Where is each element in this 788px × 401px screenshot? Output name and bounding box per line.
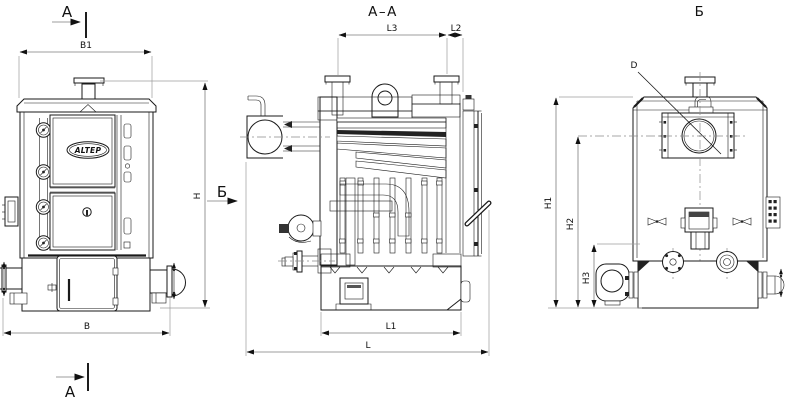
flue-outlet-panel	[659, 112, 737, 159]
right-pipe-and-fan-front	[150, 262, 186, 304]
rear-right-stub	[757, 268, 785, 299]
section-cut-label-top: А	[62, 3, 73, 21]
dimension-l2: L2	[447, 24, 464, 92]
dim-label-b: B	[84, 322, 90, 332]
elbow-pipe	[339, 183, 410, 237]
middle-door-latches	[123, 217, 132, 249]
view-arrow-label-b: Б	[217, 183, 227, 201]
burner-port	[240, 95, 330, 159]
dimension-l: L	[245, 162, 490, 356]
dimension-h3: H3	[582, 243, 640, 308]
dim-label-b1: B1	[80, 41, 92, 51]
dim-label-h: H	[193, 193, 203, 200]
center-bracket	[680, 207, 718, 250]
side-bracket	[2, 196, 19, 227]
altep-logo-oval	[66, 141, 110, 159]
dim-label-l2: L2	[451, 24, 462, 34]
drain-stub-section	[278, 248, 335, 274]
dimension-h2: H2	[566, 136, 581, 308]
hinge-3	[35, 199, 52, 215]
rear-door-section	[459, 95, 492, 257]
dim-label-l3: L3	[387, 24, 398, 34]
vertical-tube-grid	[339, 177, 443, 254]
dim-label-h3: H3	[582, 272, 592, 285]
door-knob	[82, 207, 92, 217]
dimension-l3: L3	[337, 24, 448, 75]
base-section	[320, 265, 471, 311]
dim-label-h1: H1	[544, 197, 554, 210]
rear-handle-hook	[688, 96, 714, 114]
flue-diameter-callout: D	[631, 61, 722, 155]
dim-label-h2: H2	[566, 218, 576, 231]
top-pipe-right-section	[433, 75, 460, 105]
dim-label-d: D	[631, 61, 638, 71]
terminal-block	[765, 196, 781, 229]
dimension-h: H	[160, 82, 210, 309]
section-cut-marker-bottom: А	[56, 363, 89, 401]
flue-fan-section	[279, 214, 322, 243]
front-wall-insulation	[319, 96, 338, 266]
middle-door	[49, 192, 116, 251]
upper-door: ALTEP	[49, 114, 116, 188]
dimension-b: B	[2, 298, 171, 336]
round-coupling	[716, 248, 738, 280]
hinge-4	[35, 235, 52, 251]
bolted-flange	[662, 248, 684, 280]
dimension-l1: L1	[320, 312, 462, 336]
front-view: А B1	[0, 3, 238, 401]
base-rear	[637, 260, 759, 309]
inspection-window	[339, 277, 369, 305]
top-pipe-front	[73, 77, 105, 101]
ash-door	[47, 255, 119, 312]
dimension-b1: B1	[18, 41, 153, 98]
section-title: А–А	[368, 4, 398, 20]
altep-logo-text: ALTEP	[74, 146, 102, 155]
dimension-h1: H1	[544, 96, 633, 308]
left-pipe-front	[0, 261, 28, 305]
wing-screw-left	[647, 217, 667, 226]
hinge-2	[35, 164, 52, 180]
upper-door-latches	[123, 123, 132, 183]
section-cut-label-bottom: А	[65, 383, 76, 401]
hinge-1	[35, 122, 52, 138]
section-cut-marker-top: А	[52, 3, 87, 38]
section-view: А–А L3 L2	[240, 4, 492, 356]
dim-label-l1: L1	[386, 322, 397, 332]
lifting-lug	[371, 83, 399, 118]
dim-label-l: L	[365, 341, 370, 351]
wing-screw-right	[732, 217, 752, 226]
view-arrow-b: Б	[207, 183, 238, 205]
rear-view: Б	[544, 4, 785, 310]
fire-tube-bundle	[336, 117, 447, 253]
rear-view-title: Б	[695, 4, 706, 20]
